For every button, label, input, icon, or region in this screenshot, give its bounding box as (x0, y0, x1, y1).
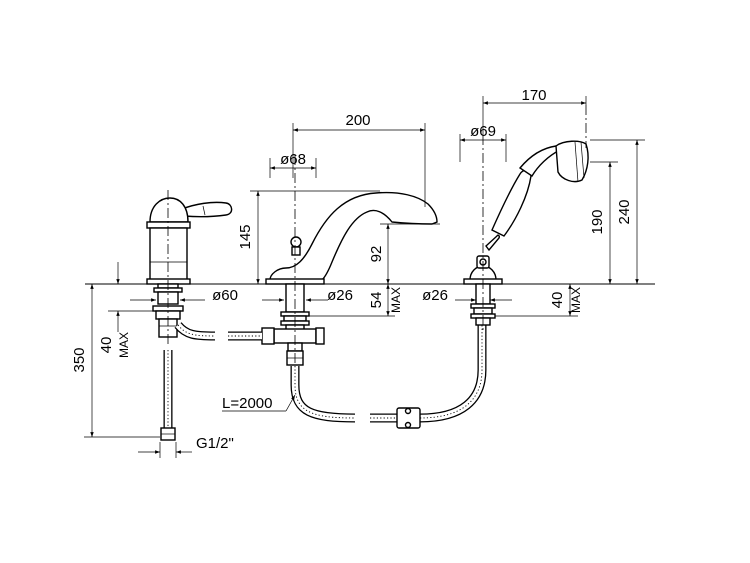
dim-supply-length: 350 (71, 284, 160, 438)
dim-350-label: 350 (71, 347, 88, 372)
dim-spout-reach: 200 (292, 112, 426, 207)
spout-body (265, 191, 438, 285)
dim-shower-height-2: 240 (590, 139, 645, 284)
dim-69-label: ø69 (470, 123, 496, 140)
dim-thread: G1/2" (138, 435, 234, 458)
dim-200-label: 200 (345, 112, 370, 129)
dim-shower-height-1: 190 (589, 161, 618, 284)
dim-60-label: ø60 (212, 287, 238, 304)
dim-shower-reach: 170 (482, 87, 587, 135)
dim-26-shower-label: ø26 (422, 287, 448, 304)
mixer-outlet-hose (174, 321, 216, 341)
dim-190-label: 190 (589, 209, 606, 234)
dim-spout-height: 145 (237, 190, 380, 284)
dim-40-shower-label: 40 (549, 292, 566, 309)
dim-spout-outlet: 92 (368, 223, 440, 284)
dim-54-max-label: MAX (389, 287, 403, 313)
dim-2000-label: L=2000 (222, 395, 272, 412)
shower-hose (290, 325, 487, 423)
dim-spout-hole: ø26 (262, 287, 353, 305)
dim-hose-length: L=2000 (222, 394, 296, 412)
dim-54-label: 54 (368, 292, 385, 309)
spout-tee-connector (261, 327, 325, 366)
dim-shower-diameter: ø69 (459, 123, 507, 162)
dim-68-label: ø68 (280, 151, 306, 168)
dim-40-mixer-max-label: MAX (117, 332, 131, 358)
dim-shower-deck-max: 40 MAX (495, 284, 583, 317)
dim-thread-label: G1/2" (196, 435, 234, 452)
handshower (485, 140, 589, 252)
dim-spout-diameter: ø68 (269, 151, 317, 178)
dim-mixer-deck-max: 40 MAX (98, 262, 153, 358)
dim-145-label: 145 (237, 224, 254, 249)
dim-240-label: 240 (616, 199, 633, 224)
dim-170-label: 170 (521, 87, 546, 104)
dim-92-label: 92 (368, 246, 385, 263)
mixer-body (146, 197, 233, 338)
dim-40-mixer-label: 40 (98, 337, 115, 354)
dim-26-spout-label: ø26 (327, 287, 353, 304)
hose-weight (396, 407, 421, 429)
dim-40-shower-max-label: MAX (569, 287, 583, 313)
mixer-supply-hose (160, 350, 176, 441)
dim-spout-deck-max: 54 MAX (309, 284, 403, 317)
dim-mixer-base: ø60 (130, 287, 238, 304)
dim-shower-hole: ø26 (422, 287, 512, 304)
